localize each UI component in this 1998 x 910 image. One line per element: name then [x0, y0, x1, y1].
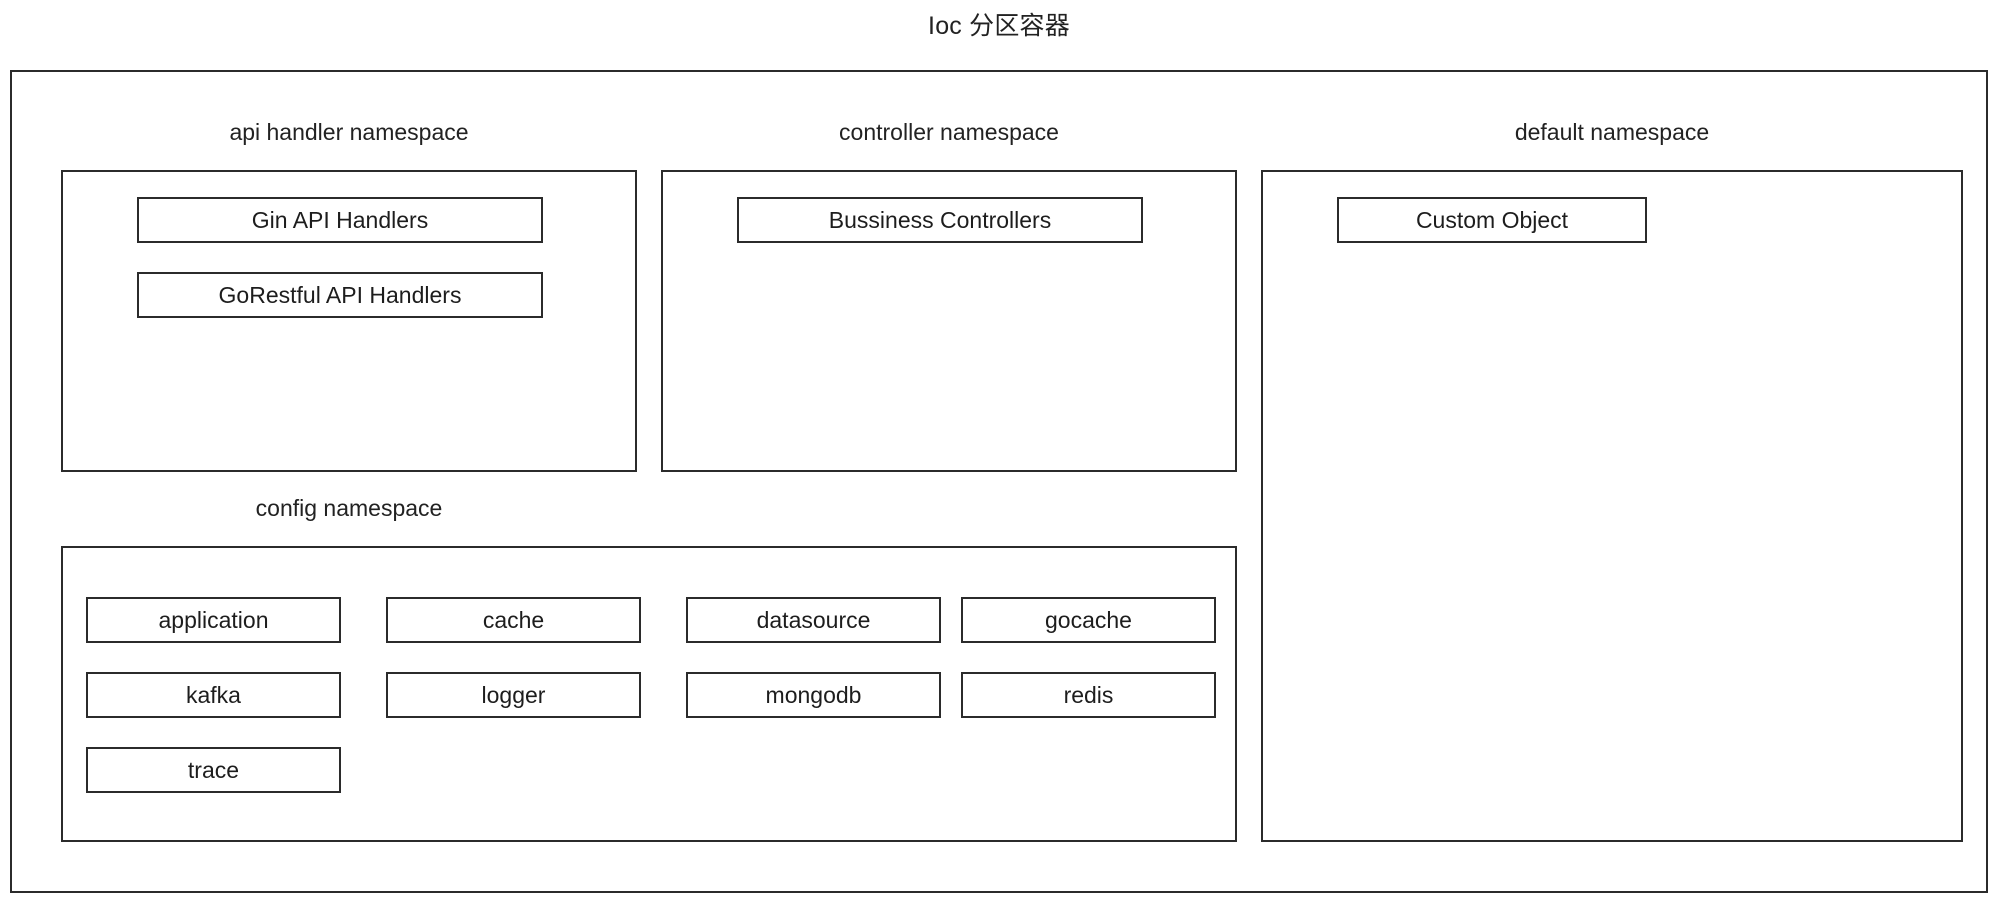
- namespace-label-default: default namespace: [1514, 119, 1710, 145]
- component-bussiness-controllers[interactable]: Bussiness Controllers: [737, 197, 1143, 243]
- component-redis[interactable]: redis: [961, 672, 1216, 718]
- diagram-title: Ioc 分区容器: [928, 12, 1070, 40]
- namespace-label-config: config namespace: [255, 495, 443, 521]
- namespace-label-controller: controller namespace: [839, 119, 1059, 145]
- component-gorestful-api-handlers[interactable]: GoRestful API Handlers: [137, 272, 543, 318]
- namespace-box-default: [1261, 170, 1963, 842]
- component-trace[interactable]: trace: [86, 747, 341, 793]
- component-gocache[interactable]: gocache: [961, 597, 1216, 643]
- component-mongodb[interactable]: mongodb: [686, 672, 941, 718]
- component-custom-object[interactable]: Custom Object: [1337, 197, 1647, 243]
- component-kafka[interactable]: kafka: [86, 672, 341, 718]
- component-application[interactable]: application: [86, 597, 341, 643]
- namespace-label-api-handler: api handler namespace: [229, 119, 469, 145]
- component-cache[interactable]: cache: [386, 597, 641, 643]
- component-gin-api-handlers[interactable]: Gin API Handlers: [137, 197, 543, 243]
- component-logger[interactable]: logger: [386, 672, 641, 718]
- component-datasource[interactable]: datasource: [686, 597, 941, 643]
